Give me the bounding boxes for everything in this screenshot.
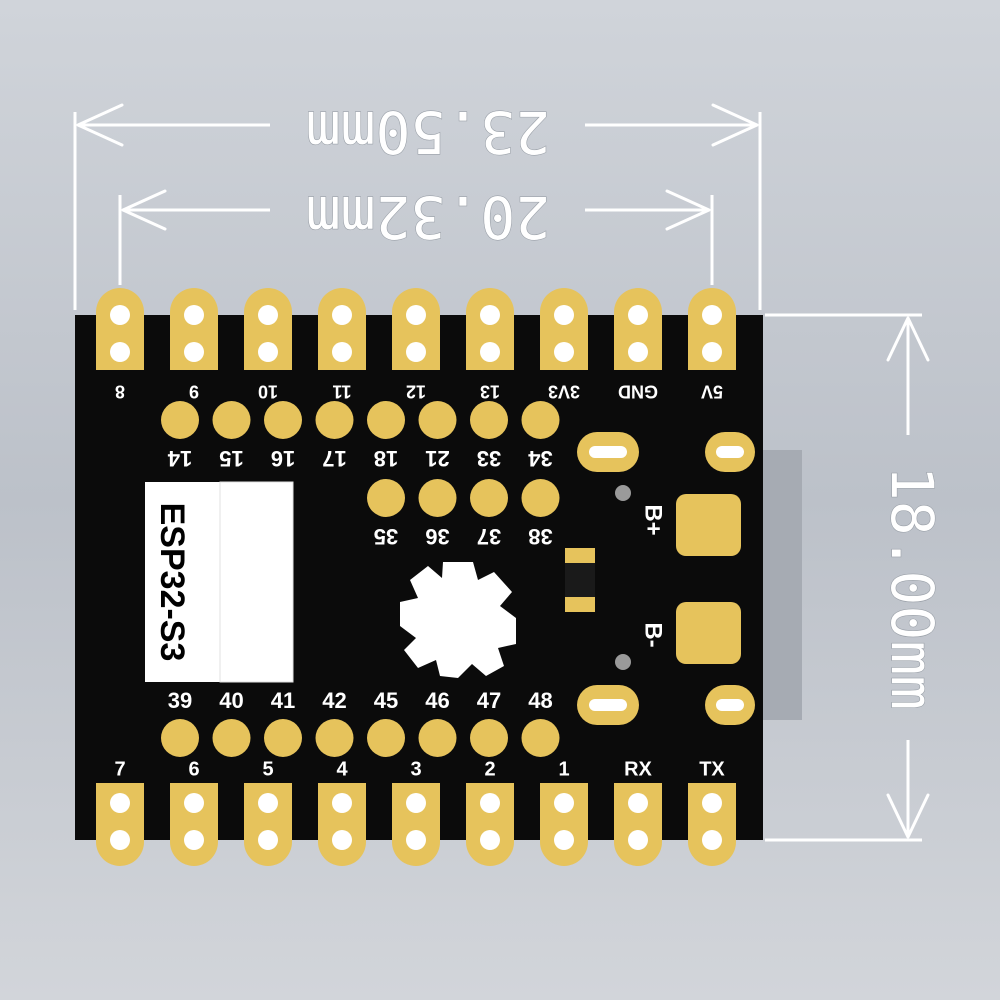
bottom-pin: 1 [540, 758, 588, 866]
inner-pad-top: 34 [521, 401, 560, 471]
inner-pad-mid-label: 36 [425, 524, 449, 549]
bottom-pin-label: 3 [410, 758, 421, 780]
dimension-height: 18.00mm [765, 313, 946, 842]
inner-pad-top: 21 [418, 401, 457, 471]
inner-pad-top: 14 [161, 401, 199, 471]
bottom-pin: 2 [466, 758, 514, 866]
bottom-pin-label: 6 [188, 758, 199, 780]
top-pin-label: 3V3 [548, 381, 580, 401]
bottom-pin-label: TX [699, 758, 725, 780]
height-label: 18.00mm [878, 466, 946, 710]
inner-pad-mid: 36 [418, 479, 457, 549]
inner-pad-bottom: 39 [161, 688, 199, 757]
top-pin: 9 [170, 288, 218, 401]
inner-pad-top: 15 [212, 401, 251, 471]
inner-pad-bottom-label: 39 [168, 688, 192, 713]
inner-pad-top-label: 15 [219, 446, 243, 471]
top-pin-label: GND [618, 381, 658, 401]
inner-pad-bottom: 40 [212, 688, 251, 757]
inner-pad-top-label: 16 [271, 446, 295, 471]
via-dot [615, 654, 631, 670]
inner-pad-top: 33 [470, 401, 508, 471]
bottom-pin-label: RX [624, 758, 652, 780]
inner-pad-bottom-label: 47 [477, 688, 501, 713]
bottom-pin-label: 1 [558, 758, 569, 780]
inner-pad-mid: 38 [521, 479, 560, 549]
top-pin: 11 [318, 288, 366, 401]
inner-pad-bottom-label: 45 [374, 688, 398, 713]
inner-pad-top: 16 [264, 401, 302, 471]
inner-pad-bottom-label: 40 [219, 688, 243, 713]
inner-pad-top-label: 34 [528, 446, 553, 471]
inner-pad-bottom-label: 46 [425, 688, 449, 713]
inner-pad-top: 18 [367, 401, 405, 471]
inner-pad-bottom-label: 48 [528, 688, 552, 713]
bottom-pin-label: 7 [114, 758, 125, 780]
inner-pad-mid: 35 [367, 479, 405, 549]
inner-pad-bottom-label: 42 [322, 688, 346, 713]
via-dot [615, 485, 631, 501]
inner-pad-bottom: 41 [264, 688, 302, 757]
inner-pad-grid: 14 15 16 17 18 21 33 34 35 36 37 38 39 40 41 42 45 46 47 48 [161, 401, 560, 757]
chip-label: ESP32-S3 [153, 503, 191, 662]
battery-minus-label: B- [640, 622, 667, 647]
top-pin: 12 [392, 288, 440, 401]
battery-plus-pad [676, 494, 741, 556]
bottom-pin: 7 [96, 758, 144, 866]
top-pin-label: 8 [115, 381, 125, 401]
top-pin: GND [614, 288, 662, 401]
pin-pitch-width-label: 20.32mm [306, 183, 550, 251]
inner-pad-bottom: 46 [418, 688, 457, 757]
bottom-pin: RX [614, 758, 662, 866]
top-pin: 13 [466, 288, 514, 401]
inner-pad-mid-label: 37 [477, 524, 501, 549]
top-pin-label: 13 [480, 381, 500, 401]
top-pin-label: 5V [701, 381, 723, 401]
bottom-pin: 6 [170, 758, 218, 866]
inner-pad-top: 17 [315, 401, 354, 471]
battery-minus-pad [676, 602, 741, 664]
dimension-pin-pitch-width: 20.32mm [118, 182, 714, 285]
inner-pad-top-label: 17 [322, 446, 346, 471]
top-pin-label: 12 [406, 381, 426, 401]
bottom-pin-label: 5 [262, 758, 273, 780]
logo-gear-shape [400, 562, 516, 678]
inner-pad-mid-label: 35 [374, 524, 398, 549]
bottom-pin: 5 [244, 758, 292, 866]
inner-pad-mid: 37 [470, 479, 508, 549]
bottom-pin-label: 4 [336, 758, 348, 780]
inner-pad-bottom: 48 [521, 688, 560, 757]
bottom-pin-label: 2 [484, 758, 495, 780]
dimension-overall-width: 23.50mm [73, 97, 762, 310]
right-components: B+ B- [565, 432, 755, 725]
inner-pad-bottom-label: 41 [271, 688, 295, 713]
inner-pad-mid-label: 38 [528, 524, 552, 549]
battery-plus-label: B+ [640, 504, 667, 535]
inner-pad-bottom: 47 [470, 688, 508, 757]
top-pin: 8 [96, 288, 144, 401]
bottom-pin: 4 [318, 758, 366, 866]
bottom-pin-header: 7 6 5 4 3 2 1 RX TX [96, 758, 736, 866]
inner-pad-top-label: 21 [425, 446, 449, 471]
top-pin: 3V3 [540, 288, 588, 401]
bottom-pin: TX [688, 758, 736, 866]
inner-pad-bottom: 42 [315, 688, 354, 757]
inner-pad-bottom: 45 [367, 688, 405, 757]
inner-pad-top-label: 33 [477, 446, 501, 471]
top-pin-header: 8 9 10 11 12 13 3V3 GND 5V [96, 288, 736, 401]
top-pin-label: 9 [189, 381, 199, 401]
top-pin-label: 11 [332, 381, 351, 401]
usb-connector [760, 450, 802, 720]
overall-width-label: 23.50mm [306, 98, 550, 166]
chip-label-box: ESP32-S3 [145, 481, 294, 683]
top-pin-label: 10 [258, 381, 278, 401]
bottom-pin: 3 [392, 758, 440, 866]
top-pin: 5V [688, 288, 736, 401]
inner-pad-top-label: 14 [167, 446, 192, 471]
inner-pad-top-label: 18 [374, 446, 398, 471]
top-pin: 10 [244, 288, 292, 401]
